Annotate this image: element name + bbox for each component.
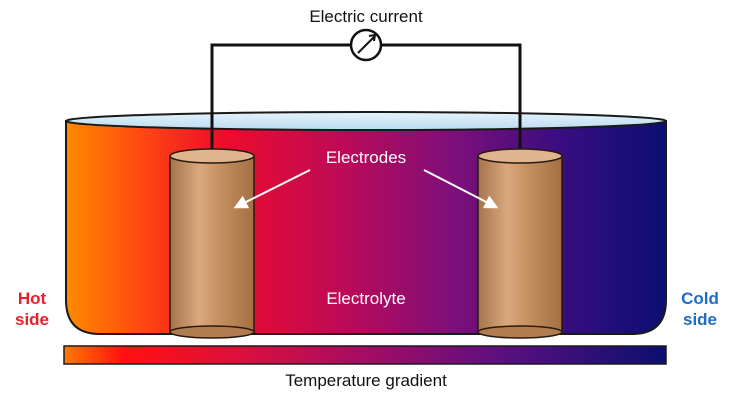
electrodes-arrow-left — [233, 169, 311, 209]
temperature-gradient-label: Temperature gradient — [285, 371, 447, 390]
cold-side-label-line1: Cold — [681, 289, 719, 308]
hot-side-label-line2: side — [15, 310, 49, 329]
hot-side-label-line1: Hot — [18, 289, 47, 308]
electrode-left — [169, 148, 255, 339]
temperature-gradient-bar — [63, 345, 667, 365]
electrode-right — [477, 148, 563, 339]
wire-circuit-right — [381, 43, 522, 156]
electric-current-label: Electric current — [309, 7, 423, 26]
cold-side-label-line2: side — [683, 310, 717, 329]
electrodes-arrow-right — [423, 169, 499, 209]
ammeter-icon — [349, 28, 383, 62]
wire-circuit — [210, 43, 351, 156]
electrolyte-label: Electrolyte — [326, 289, 405, 308]
electrodes-label: Electrodes — [326, 148, 406, 167]
liquid-surface — [65, 111, 667, 131]
